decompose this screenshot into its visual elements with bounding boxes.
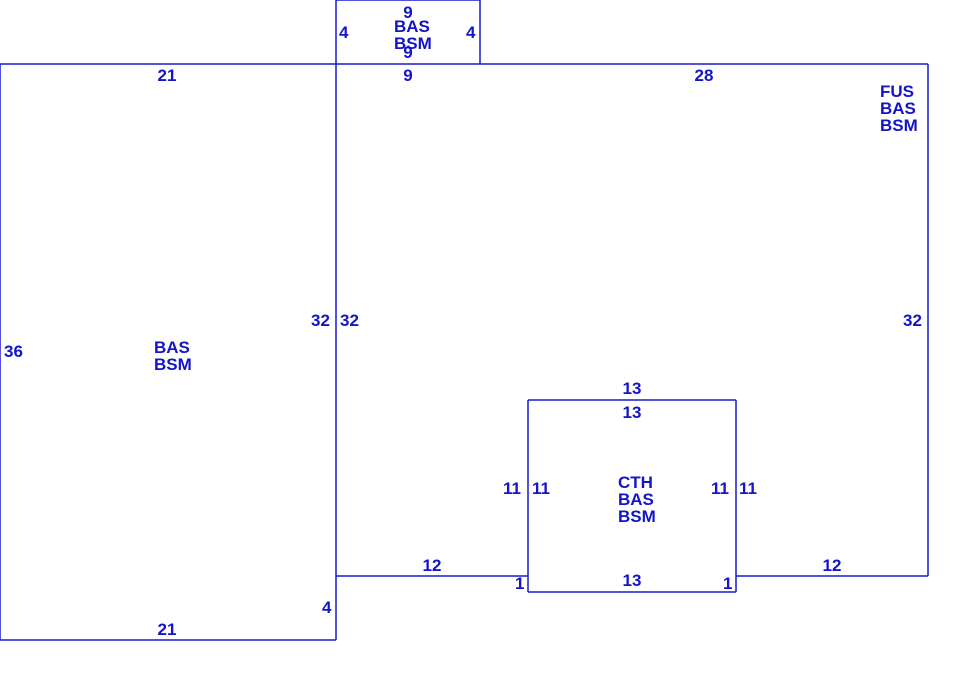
dim-left-inner: 32 xyxy=(311,311,330,330)
main-section-code-3: BSM xyxy=(880,116,918,135)
dim-main-top-b: 28 xyxy=(695,66,714,85)
outlines xyxy=(0,0,929,641)
dim-left-bottom: 21 xyxy=(158,620,177,639)
main-section-code-1: FUS xyxy=(880,82,914,101)
dim-center-left-inner: 11 xyxy=(532,479,550,498)
dim-center-step-left: 1 xyxy=(515,574,524,593)
dim-center-right-inner: 11 xyxy=(711,479,729,498)
dim-top-bottom: 9 xyxy=(403,43,412,62)
dim-main-right: 32 xyxy=(903,311,922,330)
main-section-code-2: BAS xyxy=(880,99,916,118)
dim-center-bottom: 13 xyxy=(623,571,642,590)
dim-center-top-inner: 13 xyxy=(623,403,642,422)
dim-left-top: 21 xyxy=(158,66,177,85)
dim-top-right: 4 xyxy=(466,23,476,42)
dim-top-left: 4 xyxy=(339,23,349,42)
center-section-code-3: BSM xyxy=(618,507,656,526)
top-section-code-2: BSM xyxy=(394,34,432,53)
dim-main-left: 32 xyxy=(340,311,359,330)
center-section-code-1: CTH xyxy=(618,473,653,492)
dim-main-bottom-right: 12 xyxy=(823,556,842,575)
dim-center-left-outer: 11 xyxy=(503,479,521,498)
dim-center-right-outer: 11 xyxy=(739,479,757,498)
dim-top-top: 9 xyxy=(403,3,412,22)
dim-main-top-a: 9 xyxy=(403,66,412,85)
center-section-code-2: BAS xyxy=(618,490,654,509)
dimension-labels: 21 21 36 32 4 9 9 4 4 9 28 32 32 12 12 1… xyxy=(4,3,922,639)
top-section-code-1: BAS xyxy=(394,17,430,36)
dim-left-notch: 4 xyxy=(322,598,332,617)
left-section-code-2: BSM xyxy=(154,355,192,374)
left-section-code-1: BAS xyxy=(154,338,190,357)
section-labels: BAS BSM BAS BSM FUS BAS BSM CTH BAS BSM xyxy=(154,17,918,526)
dim-left-side: 36 xyxy=(4,342,23,361)
dim-center-top-outer: 13 xyxy=(623,379,642,398)
dim-main-bottom-left: 12 xyxy=(423,556,442,575)
dim-center-step-right: 1 xyxy=(723,574,732,593)
